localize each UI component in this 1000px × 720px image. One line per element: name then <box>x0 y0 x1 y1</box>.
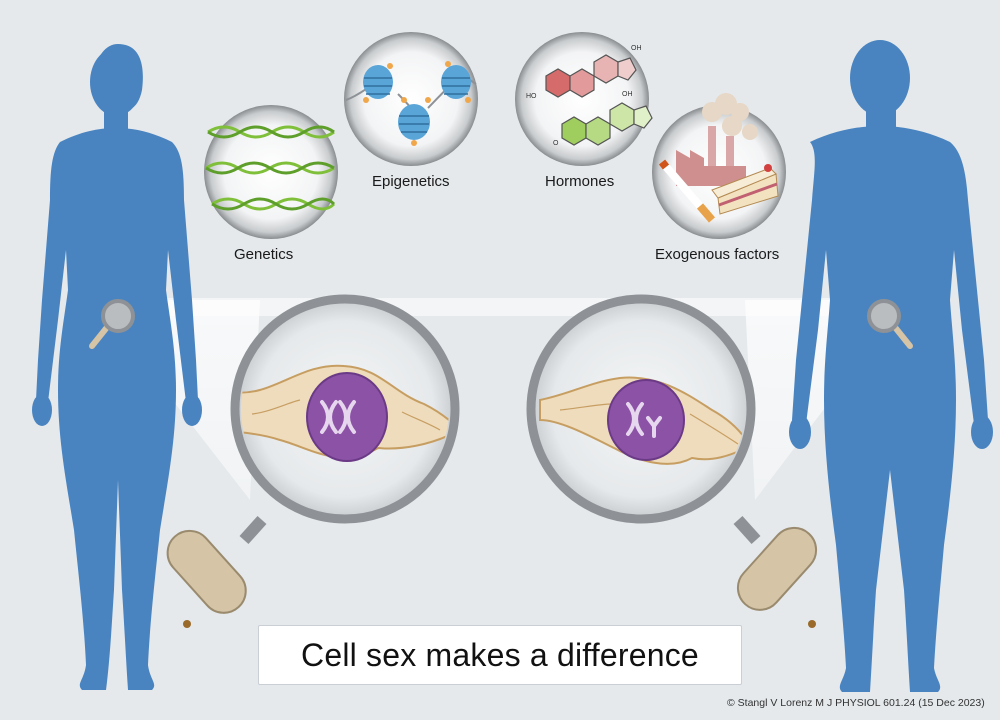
cigarette-icon <box>658 159 716 223</box>
hormone-top-ho-label: HO <box>526 93 537 100</box>
small-magnifier-left <box>89 299 135 349</box>
male-silhouette <box>789 40 993 692</box>
steroid-molecule-icon <box>545 54 653 146</box>
genetics-label: Genetics <box>234 246 294 263</box>
exogenous-sphere <box>652 93 786 239</box>
hormone-bottom-oh-label: OH <box>622 91 633 98</box>
title-text: Cell sex makes a difference <box>301 636 699 673</box>
hormone-bottom-o-label: O <box>553 140 559 147</box>
hormones-label: Hormones <box>545 173 615 190</box>
hormone-top-oh-label: OH <box>631 45 642 52</box>
dna-helix-icon <box>205 125 336 211</box>
light-band <box>120 298 885 316</box>
xx-chromosome-icon <box>320 400 356 434</box>
xy-chromosome-icon <box>626 402 662 438</box>
epigenetics-sphere <box>344 32 478 166</box>
genetics-sphere <box>204 105 338 239</box>
cake-icon <box>711 164 779 215</box>
factory-icon <box>676 93 758 186</box>
hormones-sphere: OH HO OH O <box>515 32 653 166</box>
epigenetics-label: Epigenetics <box>372 173 450 190</box>
exogenous-factors-label: Exogenous factors <box>655 246 780 263</box>
small-magnifier-right <box>867 299 913 349</box>
credit-text: © Stangl V Lorenz M J PHYSIOL 601.24 (15… <box>727 697 985 709</box>
nucleosome-icon <box>345 61 477 146</box>
male-cell <box>539 376 745 465</box>
female-silhouette <box>32 44 202 690</box>
female-cell <box>241 364 449 462</box>
title-box: Cell sex makes a difference <box>258 625 742 685</box>
